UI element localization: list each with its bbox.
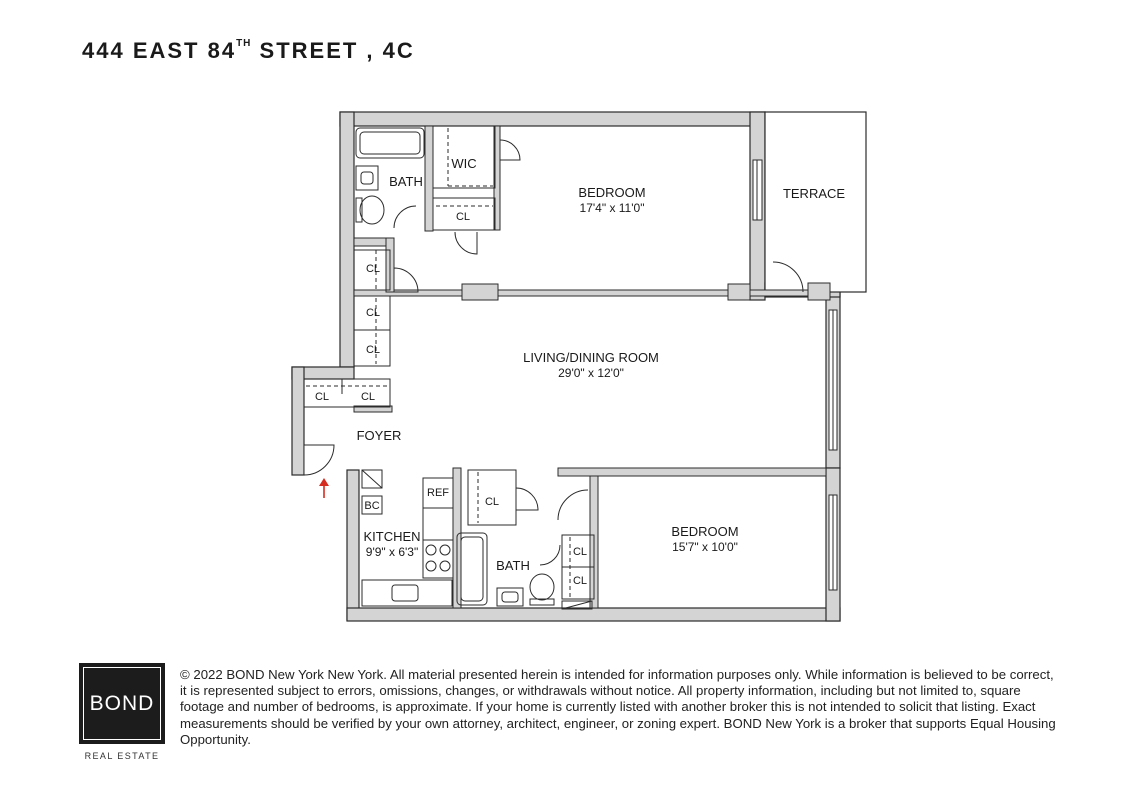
bath-1-label: BATH xyxy=(389,174,423,189)
floor-plan: BATH WIC CL BEDROOM 17'4" x 11'0" TERRAC… xyxy=(291,111,867,622)
listing-address: 444 EAST 84TH STREET , 4C xyxy=(82,38,415,64)
cl-label: CL xyxy=(315,391,329,403)
bond-logo: BOND xyxy=(79,663,165,744)
cl-label: CL xyxy=(366,307,380,319)
living-dims: 29'0" x 12'0" xyxy=(558,366,624,380)
logo-subtext: REAL ESTATE xyxy=(84,751,160,761)
windows xyxy=(752,159,838,591)
toilet-icon xyxy=(355,195,555,606)
cl-label: CL xyxy=(456,211,470,223)
entry-arrow-icon xyxy=(319,478,329,498)
bedroom-2-dims: 15'7" x 10'0" xyxy=(672,540,738,554)
kitchen-dims: 9'9" x 6'3" xyxy=(366,545,418,559)
closet-shelves xyxy=(306,128,571,597)
living-label: LIVING/DINING ROOM xyxy=(523,350,659,365)
terrace xyxy=(764,111,867,293)
wic-label: WIC xyxy=(451,156,476,171)
cl-label: CL xyxy=(366,344,380,356)
bedroom-2-label: BEDROOM xyxy=(671,524,738,539)
door-swing-icon xyxy=(303,139,831,566)
sink-icon xyxy=(355,165,524,607)
ref-label: REF xyxy=(427,487,449,499)
logo-text: BOND xyxy=(89,692,155,715)
cl-label: CL xyxy=(573,546,587,558)
disclaimer-text: © 2022 BOND New York New York. All mater… xyxy=(180,667,1056,747)
address-part-1: 444 EAST 84 xyxy=(82,38,237,63)
cl-label: CL xyxy=(366,263,380,275)
bathtub-icon xyxy=(355,127,488,606)
kitchen-label: KITCHEN xyxy=(363,529,420,544)
cl-label: CL xyxy=(573,575,587,587)
cl-label: CL xyxy=(361,391,375,403)
address-part-2: STREET , 4C xyxy=(251,38,415,63)
bath-2-label: BATH xyxy=(496,558,530,573)
closets xyxy=(303,125,595,610)
bedroom-1-label: BEDROOM xyxy=(578,185,645,200)
bedroom-1-dims: 17'4" x 11'0" xyxy=(580,201,645,215)
cl-label: CL xyxy=(485,496,499,508)
logo-frame: BOND xyxy=(83,667,161,740)
address-superscript: TH xyxy=(236,37,252,49)
bc-label: BC xyxy=(364,500,379,512)
foyer-label: FOYER xyxy=(357,428,402,443)
kitchen-counters xyxy=(361,469,454,541)
terrace-label: TERRACE xyxy=(783,186,845,201)
stove-icon xyxy=(422,539,454,579)
